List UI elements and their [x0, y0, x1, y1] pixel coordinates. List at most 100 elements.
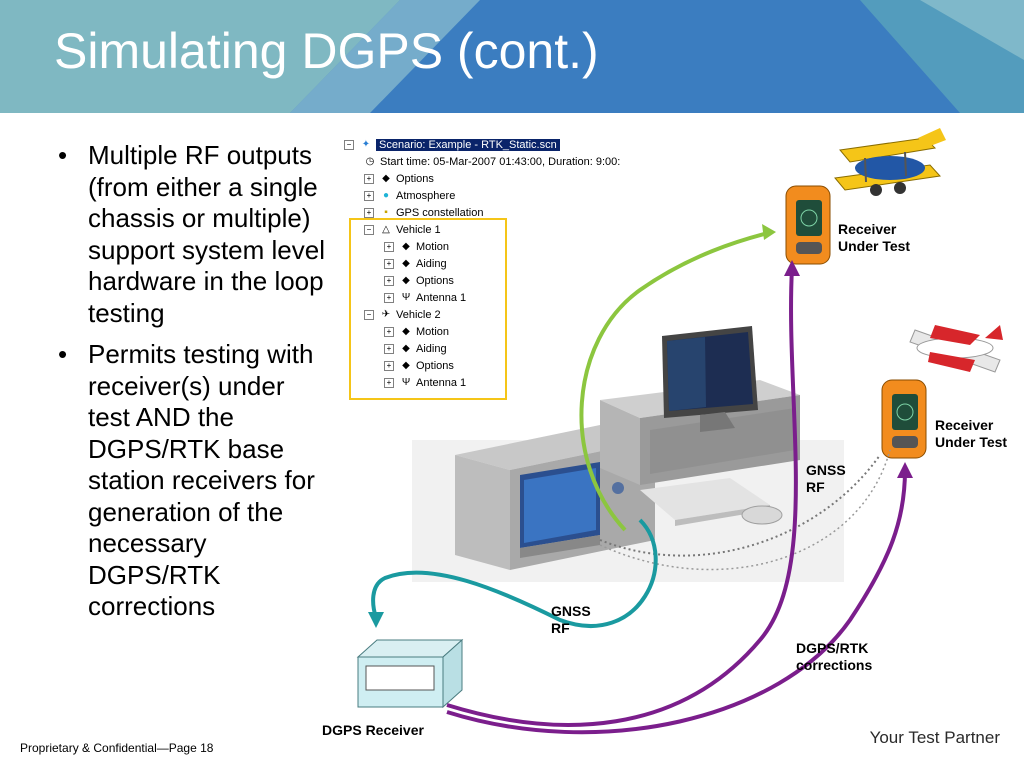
- tree-label: Start time: 05-Mar-2007 01:43:00, Durati…: [380, 156, 621, 168]
- expand-toggle[interactable]: +: [384, 293, 394, 304]
- tree-row-options[interactable]: + ◆ Options: [384, 358, 454, 374]
- tree-row-options[interactable]: + ◆ Options: [384, 273, 454, 289]
- options-icon: ◆: [382, 173, 390, 185]
- tree-row-aiding[interactable]: + ◆ Aiding: [384, 341, 447, 357]
- atmosphere-icon: ●: [382, 190, 390, 202]
- header-background: [0, 0, 1024, 113]
- node-icon: ◆: [402, 326, 410, 338]
- tree-row-motion[interactable]: + ◆ Motion: [384, 324, 449, 340]
- label-line: RF: [806, 479, 825, 495]
- warning-icon: △: [382, 224, 390, 236]
- bullet-dot: •: [58, 140, 68, 170]
- node-icon: ◆: [402, 241, 410, 253]
- handheld-receiver-icon: [881, 379, 927, 459]
- tree-row-motion[interactable]: + ◆ Motion: [384, 239, 449, 255]
- bullet-text: Multiple RF outputs (from either a singl…: [88, 140, 325, 328]
- control-pc: [600, 326, 800, 526]
- label-line: Receiver: [935, 417, 994, 433]
- antenna-icon: Ψ: [401, 292, 411, 304]
- label-line: DGPS/RTK: [796, 640, 869, 656]
- receiver-under-test-label: Receiver Under Test: [838, 221, 910, 255]
- dgps-receiver-box: [356, 638, 464, 709]
- tree-label: Scenario: Example - RTK_Static.scn: [376, 139, 560, 151]
- page-title: Simulating DGPS (cont.): [54, 23, 599, 79]
- receiver-under-test-label: Receiver Under Test: [935, 417, 1007, 451]
- label-line: RF: [551, 620, 570, 636]
- expand-toggle[interactable]: +: [364, 208, 374, 219]
- label-line: GNSS: [551, 603, 591, 619]
- footer-page-info: Proprietary & Confidential—Page 18: [20, 741, 214, 755]
- antenna-icon: Ψ: [401, 377, 411, 389]
- vehicle-highlight-frame: [349, 218, 507, 400]
- expand-toggle[interactable]: +: [384, 344, 394, 355]
- expand-toggle[interactable]: +: [364, 174, 374, 185]
- plane-icon: ✈: [381, 309, 391, 321]
- bullet-text: Permits testing with receiver(s) under t…: [88, 339, 315, 621]
- expand-toggle[interactable]: +: [384, 242, 394, 253]
- tree-label: Aiding: [416, 258, 447, 270]
- tree-row-aiding[interactable]: + ◆ Aiding: [384, 256, 447, 272]
- expand-toggle[interactable]: +: [384, 327, 394, 338]
- node-icon: ◆: [402, 360, 410, 372]
- label-line: corrections: [796, 657, 873, 673]
- dgps-receiver-label: DGPS Receiver: [322, 722, 424, 738]
- label-line: Under Test: [935, 434, 1008, 450]
- tree-row-antenna[interactable]: + Ψ Antenna 1: [384, 290, 466, 306]
- expand-toggle[interactable]: +: [384, 378, 394, 389]
- expand-toggle[interactable]: +: [364, 191, 374, 202]
- node-icon: ◆: [402, 258, 410, 270]
- tree-label: Options: [416, 275, 454, 287]
- airplane-icon: [909, 325, 1003, 373]
- gnss-rf-label: GNSS RF: [806, 462, 846, 496]
- tree-label: Antenna 1: [416, 377, 467, 389]
- bullet-dot: •: [58, 339, 68, 369]
- header-band: Simulating DGPS (cont.): [0, 0, 1024, 113]
- label-line: Receiver: [838, 221, 897, 237]
- tree-row-start-time[interactable]: ◷ Start time: 05-Mar-2007 01:43:00, Durat…: [364, 154, 621, 170]
- tree-label: Motion: [416, 241, 450, 253]
- gnss-rf-label: GNSS RF: [551, 603, 591, 637]
- expand-toggle[interactable]: +: [384, 259, 394, 270]
- dgps-rtk-corrections-label: DGPS/RTK corrections: [796, 640, 872, 674]
- tree-label: Atmosphere: [396, 190, 456, 202]
- node-icon: ◆: [402, 275, 410, 287]
- bullet-item: • Multiple RF outputs (from either a sing…: [58, 140, 328, 329]
- bullet-item: • Permits testing with receiver(s) under …: [58, 339, 328, 623]
- footer-tagline: Your Test Partner: [869, 728, 1000, 747]
- tree-row-vehicle2[interactable]: −✈ Vehicle 2: [364, 307, 441, 323]
- collapse-toggle[interactable]: −: [364, 310, 374, 321]
- scenario-icon: ✦: [361, 139, 371, 151]
- handheld-receiver-icon: [785, 185, 831, 265]
- collapse-toggle[interactable]: −: [364, 225, 374, 236]
- tree-row-atmosphere[interactable]: + ● Atmosphere: [364, 188, 455, 204]
- node-icon: ◆: [402, 343, 410, 355]
- bullet-list: • Multiple RF outputs (from either a sing…: [58, 140, 328, 633]
- green-cable: [579, 230, 773, 532]
- clock-icon: ◷: [365, 156, 375, 168]
- label-line: Under Test: [838, 238, 911, 254]
- biplane-icon: [834, 128, 946, 196]
- tree-row-gps-constellation[interactable]: + ▪ GPS constellation: [364, 205, 483, 221]
- tree-label: Motion: [416, 326, 450, 338]
- tree-row-scenario[interactable]: −✦ Scenario: Example - RTK_Static.scn: [344, 137, 560, 153]
- collapse-toggle[interactable]: −: [344, 140, 354, 151]
- constellation-icon: ▪: [384, 207, 388, 219]
- purple-cable-2: [446, 469, 907, 735]
- tree-label: Vehicle 1: [396, 224, 441, 236]
- expand-toggle[interactable]: +: [384, 361, 394, 372]
- expand-toggle[interactable]: +: [384, 276, 394, 287]
- tree-row-vehicle1[interactable]: −△ Vehicle 1: [364, 222, 441, 238]
- tree-label: Options: [396, 173, 434, 185]
- tree-row-options[interactable]: + ◆ Options: [364, 171, 434, 187]
- tree-row-antenna[interactable]: + Ψ Antenna 1: [384, 375, 466, 391]
- tree-label: Antenna 1: [416, 292, 467, 304]
- scenario-tree: −✦Scenario: Example - RTK_Static.scn ◷St…: [340, 135, 660, 395]
- tree-label: Aiding: [416, 343, 447, 355]
- tree-label: GPS constellation: [396, 207, 484, 219]
- tree-label: Options: [416, 360, 454, 372]
- purple-cable-1: [446, 267, 798, 727]
- tree-label: Vehicle 2: [396, 309, 441, 321]
- teal-cable: [371, 518, 658, 628]
- label-line: GNSS: [806, 462, 846, 478]
